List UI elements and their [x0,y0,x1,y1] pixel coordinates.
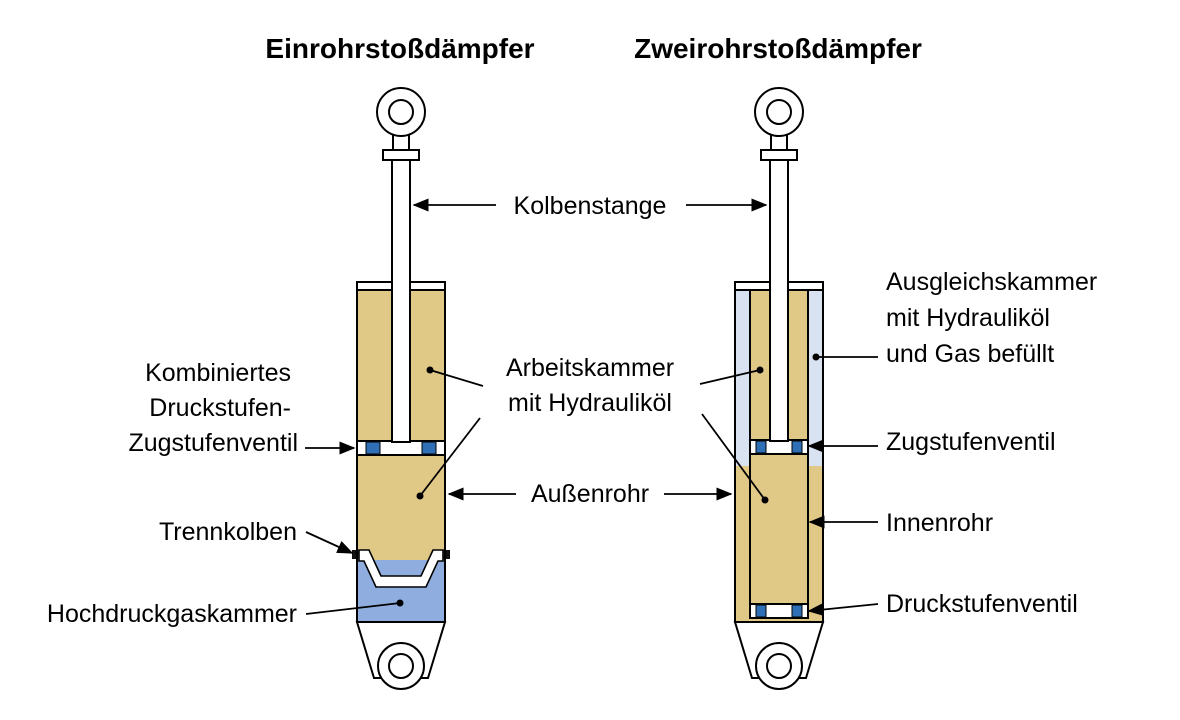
label-hochdruckgaskammer: Hochdruckgaskammer [47,600,297,628]
mono-separating-piston [358,549,444,588]
label-arbeitskammer-1: Arbeitskammer [506,354,674,382]
mono-rod-collar [382,149,420,161]
leader-arbeitskammer-twin-top [699,369,761,385]
label-zugstufenventil: Zugstufenventil [886,428,1056,456]
twin-rebound-seal-right [791,440,803,454]
twin-piston-rod [769,159,789,442]
label-arbeitskammer-2: mit Hydrauliköl [508,389,672,417]
label-aussenrohr: Außenrohr [531,480,649,508]
label-ausgleich-2: mit Hydrauliköl [886,304,1050,332]
mono-piston-rod [391,159,411,443]
label-kombiniert-3: Zugstufenventil [128,429,298,457]
label-kolbenstange: Kolbenstange [514,192,667,220]
leader-trennkolben [305,531,354,554]
twin-rod-collar [760,149,798,161]
label-kombiniert-2: Druckstufen- [149,394,291,422]
mono-sep-seal-right [443,550,450,559]
twin-rebound-seal-left [755,440,767,454]
label-kombiniert-1: Kombiniertes [145,359,291,387]
label-innenrohr: Innenrohr [886,509,993,537]
title-mono-tube: Einrohrstoßdämpfer [265,33,534,64]
leader-druckstufenventil [807,603,879,616]
mono-bottom-eye-hole [388,653,414,679]
title-twin-tube: Zweirohrstoßdämpfer [634,33,922,64]
twin-bottom-eye-hole [766,653,792,679]
mono-tube-damper [352,87,450,690]
mono-sep-seal-left [352,550,359,559]
mono-top-eye-hole [388,99,414,125]
mono-piston-seal-right [421,441,437,455]
label-ausgleich-3: und Gas befüllt [886,340,1054,368]
label-trennkolben: Trennkolben [159,518,297,546]
leader-arbeitskammer-twin-bottom [701,413,766,501]
leader-arbeitskammer-mono-bottom [419,417,481,497]
twin-compression-seal-right [791,604,803,618]
leader-arbeitskammer-mono-top [429,369,484,387]
label-ausgleich-1: Ausgleichskammer [886,268,1097,296]
twin-top-eye-hole [766,99,792,125]
mono-piston-seal-left [365,441,381,455]
label-druckstufenventil: Druckstufenventil [886,590,1078,618]
twin-tube-damper [733,87,825,690]
twin-compression-seal-left [755,604,767,618]
leader-hochdruckgaskammer [305,602,401,615]
